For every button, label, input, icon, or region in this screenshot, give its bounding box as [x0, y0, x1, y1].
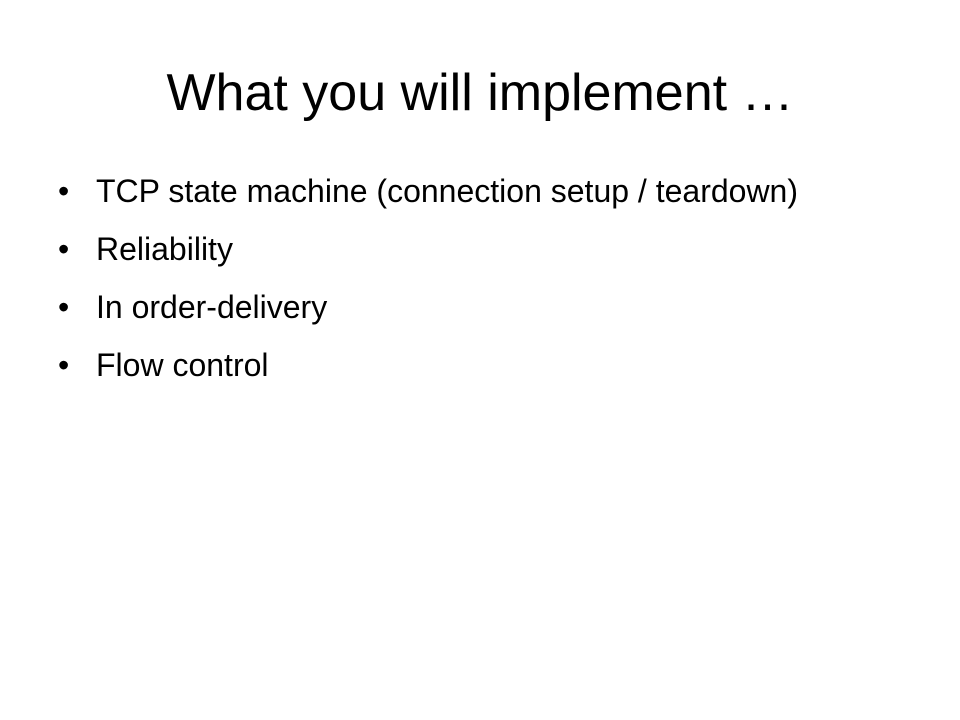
bullet-text: In order-delivery	[96, 289, 328, 325]
bullet-item-flow-control: • Flow control	[58, 346, 858, 384]
bullet-item-in-order-delivery: • In order-delivery	[58, 288, 858, 326]
bullet-marker: •	[58, 231, 70, 267]
bullet-marker: •	[58, 347, 70, 383]
slide-title: What you will implement …	[166, 64, 794, 122]
bullet-text: Flow control	[96, 347, 269, 383]
bullet-list: • TCP state machine (connection setup / …	[58, 172, 858, 404]
bullet-text: TCP state machine (connection setup / te…	[96, 173, 798, 209]
bullet-marker: •	[58, 173, 70, 209]
bullet-item-tcp-state-machine: • TCP state machine (connection setup / …	[58, 172, 858, 210]
bullet-item-reliability: • Reliability	[58, 230, 858, 268]
bullet-text: Reliability	[96, 231, 233, 267]
bullet-marker: •	[58, 289, 70, 325]
